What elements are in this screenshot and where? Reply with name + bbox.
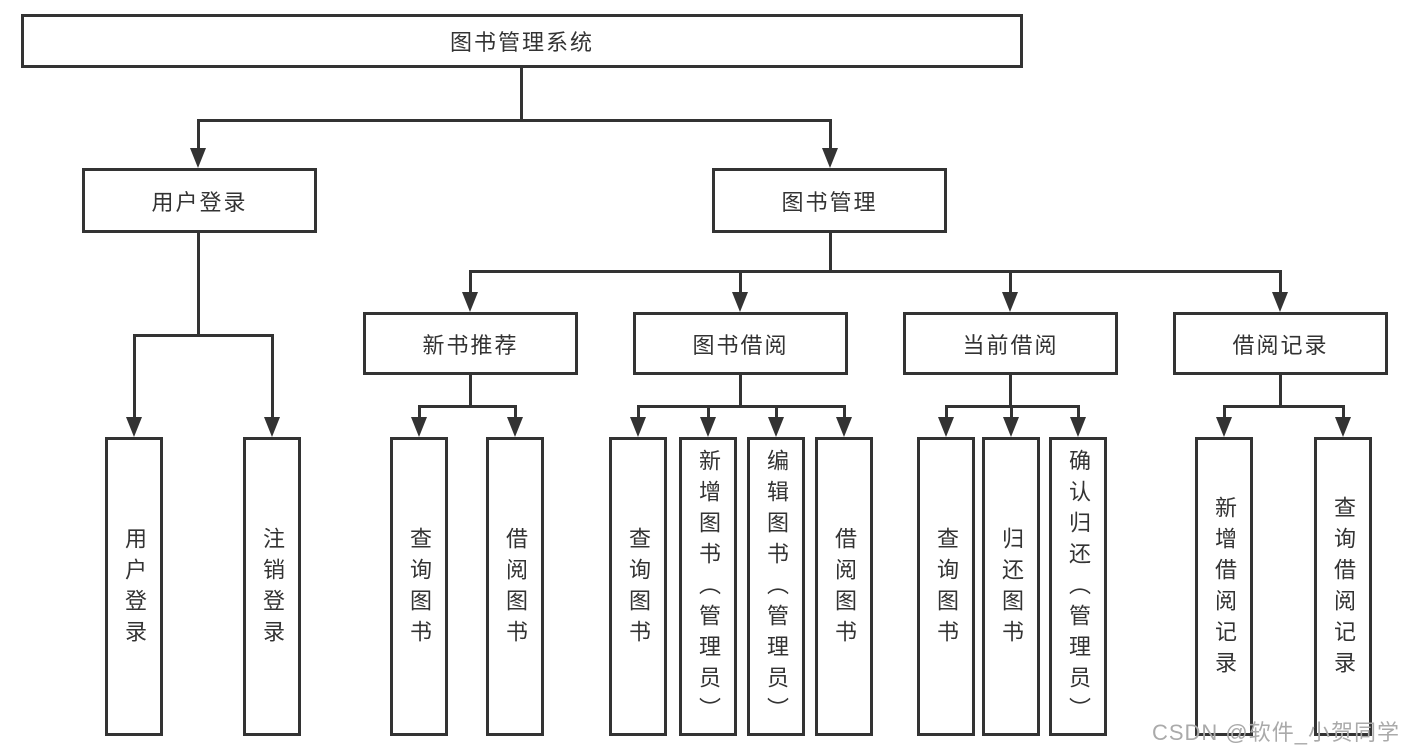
node-user-login: 用户登录 <box>82 168 317 233</box>
node-user-login-label: 用户登录 <box>151 189 248 215</box>
node-leaf-br-add-record-label: 新增借阅记录 <box>1212 495 1237 682</box>
connector-current-borrow-stem <box>1009 375 1012 408</box>
node-root: 图书管理系统 <box>21 14 1023 68</box>
node-leaf-bb-add-books-admin-label: 新增图书（管理员） <box>696 449 721 728</box>
arrowhead-new-book <box>462 292 478 312</box>
connector-drop-nb-child-0 <box>418 405 421 420</box>
node-current-borrow: 当前借阅 <box>903 312 1118 375</box>
node-leaf-bb-edit-books-admin-label: 编辑图书（管理员） <box>764 449 789 728</box>
arrowhead-login-child-1 <box>264 417 280 437</box>
connector-drop-bb-child-2 <box>775 405 778 420</box>
connector-book-borrow-horizontal <box>637 405 846 408</box>
node-leaf-bb-borrow-books-label: 借阅图书 <box>832 526 857 651</box>
node-leaf-cb-return-books: 归还图书 <box>982 437 1040 736</box>
arrowhead-cb-child-1 <box>1003 417 1019 437</box>
connector-drop-new-book <box>469 270 472 296</box>
arrowhead-login-child-0 <box>126 417 142 437</box>
node-leaf-logout: 注销登录 <box>243 437 301 736</box>
connector-user-login-horizontal <box>133 334 274 337</box>
node-leaf-br-add-record: 新增借阅记录 <box>1195 437 1253 736</box>
connector-drop-br-child-0 <box>1223 405 1226 420</box>
connector-drop-book-management <box>829 119 832 151</box>
node-leaf-bb-borrow-books: 借阅图书 <box>815 437 873 736</box>
arrowhead-book-borrow <box>732 292 748 312</box>
connector-root-stem <box>520 68 523 120</box>
connector-borrow-records-stem <box>1279 375 1282 408</box>
connector-drop-book-borrow <box>739 270 742 296</box>
connector-drop-nb-child-1 <box>514 405 517 420</box>
connector-new-book-horizontal <box>418 405 517 408</box>
connector-drop-cb-child-1 <box>1010 405 1013 420</box>
node-book-management: 图书管理 <box>712 168 947 233</box>
connector-drop-br-child-1 <box>1342 405 1345 420</box>
arrowhead-cb-child-0 <box>938 417 954 437</box>
node-leaf-cb-return-books-label: 归还图书 <box>999 526 1024 651</box>
node-leaf-br-query-record: 查询借阅记录 <box>1314 437 1372 736</box>
connector-level3-horizontal <box>469 270 1282 273</box>
node-leaf-nb-borrow-books-label: 借阅图书 <box>503 526 528 651</box>
watermark: CSDN @软件_小贺同学 <box>1151 720 1400 745</box>
arrowhead-bb-child-2 <box>768 417 784 437</box>
node-borrow-records: 借阅记录 <box>1173 312 1388 375</box>
node-leaf-cb-confirm-return-admin: 确认归还（管理员） <box>1049 437 1107 736</box>
connector-drop-borrow-records <box>1279 270 1282 296</box>
node-leaf-bb-edit-books-admin: 编辑图书（管理员） <box>747 437 805 736</box>
connector-book-management-stem <box>829 233 832 272</box>
node-new-book-recommend: 新书推荐 <box>363 312 578 375</box>
arrowhead-user-login <box>190 148 206 168</box>
node-leaf-user-login-label: 用户登录 <box>122 526 147 651</box>
node-leaf-user-login: 用户登录 <box>105 437 163 736</box>
connector-drop-bb-child-0 <box>637 405 640 420</box>
connector-drop-login-child-1 <box>271 334 274 420</box>
node-leaf-bb-query-books-label: 查询图书 <box>626 526 651 651</box>
arrowhead-nb-child-1 <box>507 417 523 437</box>
arrowhead-br-child-0 <box>1216 417 1232 437</box>
node-book-borrow: 图书借阅 <box>633 312 848 375</box>
connector-drop-bb-child-3 <box>843 405 846 420</box>
node-leaf-cb-confirm-return-admin-label: 确认归还（管理员） <box>1066 449 1091 728</box>
connector-book-borrow-stem <box>739 375 742 408</box>
node-current-borrow-label: 当前借阅 <box>962 332 1059 358</box>
node-book-borrow-label: 图书借阅 <box>692 332 789 358</box>
arrowhead-bb-child-1 <box>700 417 716 437</box>
connector-user-login-stem <box>197 233 200 336</box>
node-leaf-cb-query-books: 查询图书 <box>917 437 975 736</box>
arrowhead-bb-child-3 <box>836 417 852 437</box>
node-leaf-bb-query-books: 查询图书 <box>609 437 667 736</box>
connector-drop-user-login <box>197 119 200 151</box>
node-root-label: 图书管理系统 <box>449 30 594 55</box>
node-leaf-nb-query-books-label: 查询图书 <box>407 526 432 651</box>
node-leaf-nb-query-books: 查询图书 <box>390 437 448 736</box>
connector-new-book-stem <box>469 375 472 408</box>
node-leaf-logout-label: 注销登录 <box>260 526 285 651</box>
connector-drop-cb-child-2 <box>1077 405 1080 420</box>
connector-level2-horizontal <box>197 119 831 122</box>
connector-drop-cb-child-0 <box>945 405 948 420</box>
arrowhead-borrow-records <box>1272 292 1288 312</box>
arrowhead-bb-child-0 <box>630 417 646 437</box>
arrowhead-br-child-1 <box>1335 417 1351 437</box>
arrowhead-book-management <box>822 148 838 168</box>
connector-drop-current-borrow <box>1009 270 1012 296</box>
node-new-book-recommend-label: 新书推荐 <box>422 332 519 358</box>
node-leaf-bb-add-books-admin: 新增图书（管理员） <box>679 437 737 736</box>
arrowhead-nb-child-0 <box>411 417 427 437</box>
node-book-management-label: 图书管理 <box>781 189 878 215</box>
connector-borrow-records-horizontal <box>1223 405 1345 408</box>
node-leaf-br-query-record-label: 查询借阅记录 <box>1331 495 1356 682</box>
connector-drop-bb-child-1 <box>707 405 710 420</box>
node-leaf-nb-borrow-books: 借阅图书 <box>486 437 544 736</box>
node-leaf-cb-query-books-label: 查询图书 <box>934 526 959 651</box>
arrowhead-cb-child-2 <box>1070 417 1086 437</box>
connector-drop-login-child-0 <box>133 334 136 420</box>
node-borrow-records-label: 借阅记录 <box>1232 332 1329 358</box>
arrowhead-current-borrow <box>1002 292 1018 312</box>
